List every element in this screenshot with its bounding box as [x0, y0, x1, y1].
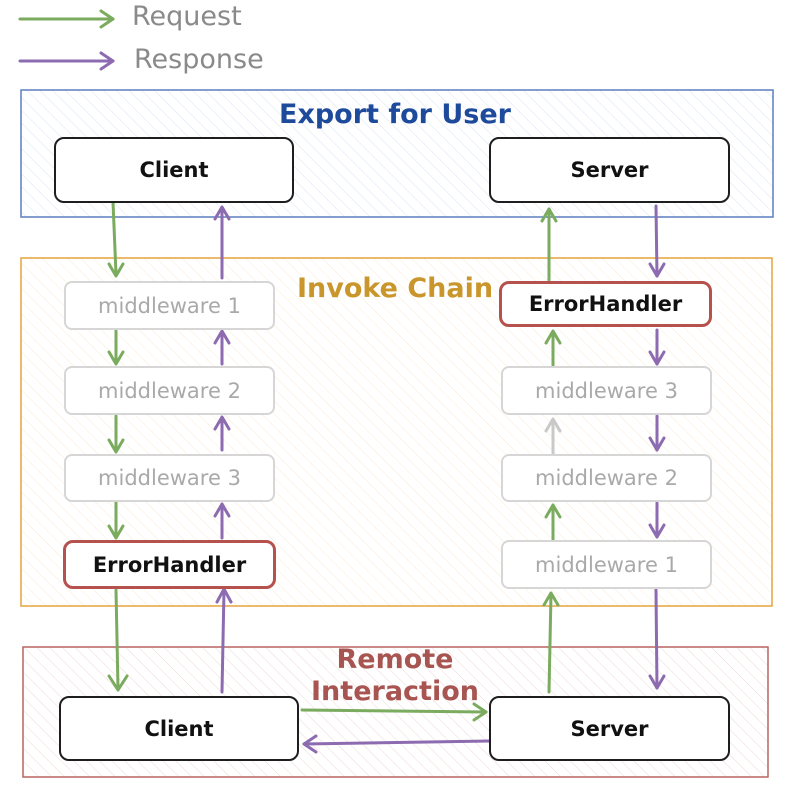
right-middleware-1-node: middleware 1 — [501, 540, 712, 589]
legend-response-arrow — [18, 51, 115, 71]
left-response-arrows — [213, 205, 233, 694]
right-neutral-arrow — [544, 417, 562, 455]
left-middleware-2-node: middleware 2 — [64, 366, 275, 415]
remote-server-node: Server — [489, 696, 730, 761]
export-client-node: Client — [54, 137, 294, 203]
remote-region-title-line1: Remote — [336, 644, 454, 675]
right-errorhandler-node: ErrorHandler — [499, 281, 712, 327]
legend-request-arrow — [18, 9, 115, 29]
right-middleware-3-node: middleware 3 — [501, 366, 712, 415]
remote-client-node: Client — [59, 696, 299, 761]
export-region-title: Export for User — [279, 99, 511, 130]
right-response-arrows — [648, 204, 666, 690]
remote-response-arrow — [302, 734, 492, 754]
left-middleware-1-node: middleware 1 — [64, 281, 275, 330]
legend-request-label: Request — [132, 1, 242, 32]
right-request-arrows — [540, 207, 562, 694]
export-server-node: Server — [489, 137, 730, 203]
right-middleware-2-node: middleware 2 — [501, 454, 712, 502]
left-middleware-3-node: middleware 3 — [64, 454, 275, 502]
left-request-arrows — [107, 200, 129, 692]
legend-response-label: Response — [134, 44, 264, 75]
invoke-region-title: Invoke Chain — [296, 273, 494, 304]
remote-region-title-line2: Interaction — [311, 676, 479, 707]
left-errorhandler-node: ErrorHandler — [63, 540, 276, 589]
remote-request-arrow — [300, 702, 488, 722]
